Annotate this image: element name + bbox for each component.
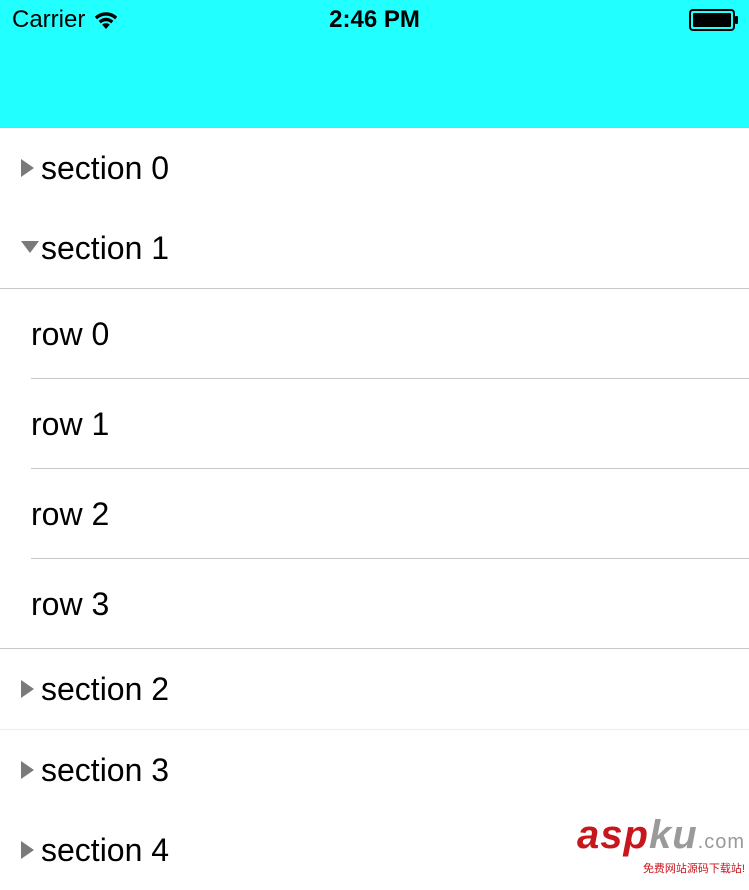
watermark-ku: ku: [648, 813, 698, 857]
triangle-down-icon: [21, 241, 39, 253]
triangle-right-icon: [21, 159, 34, 177]
wifi-icon: [95, 12, 118, 29]
section-header-2[interactable]: section 2: [0, 649, 749, 730]
table-row[interactable]: row 2: [0, 469, 749, 559]
section-title: section 0: [41, 150, 170, 186]
triangle-right-icon: [21, 680, 34, 698]
table-row[interactable]: row 3: [0, 559, 749, 649]
section-title: section 4: [41, 832, 170, 868]
status-bar: Carrier 2:46 PM: [0, 0, 749, 40]
section-title: section 1: [41, 230, 170, 266]
section-title: section 2: [41, 671, 170, 707]
triangle-right-icon: [21, 761, 34, 779]
section-title: section 3: [41, 752, 170, 788]
battery-icon: [689, 9, 738, 31]
section-header-0[interactable]: section 0: [0, 128, 749, 208]
section-header-4[interactable]: section 4: [0, 810, 749, 890]
row-label: row 2: [31, 496, 110, 532]
triangle-right-icon: [21, 841, 34, 859]
watermark-wordmark: aspku.com: [577, 815, 745, 862]
carrier-label: Carrier: [12, 6, 86, 33]
watermark-asp: asp: [577, 813, 649, 857]
table-row[interactable]: row 1: [0, 379, 749, 469]
row-label: row 3: [31, 586, 110, 622]
sections-table: section 0 section 1 row 0 row 1 row 2 ro…: [0, 128, 749, 890]
watermark-subtitle: 免费网站源码下载站!: [642, 863, 745, 875]
section-header-1[interactable]: section 1: [0, 208, 749, 289]
watermark-com: .com: [697, 831, 745, 853]
status-clock: 2:46 PM: [329, 6, 420, 33]
navigation-bar: Carrier 2:46 PM: [0, 0, 749, 128]
table-row[interactable]: row 0: [0, 289, 749, 379]
section-header-3[interactable]: section 3: [0, 730, 749, 810]
row-label: row 1: [31, 406, 110, 442]
row-label: row 0: [31, 316, 110, 352]
carrier-group: Carrier: [12, 6, 119, 34]
watermark-logo: aspku.com 免费网站源码下载站!: [577, 815, 745, 876]
